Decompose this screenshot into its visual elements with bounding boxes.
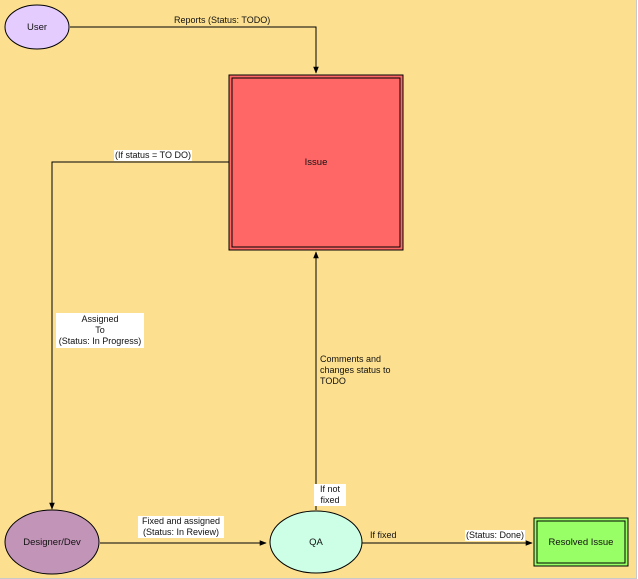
- resolved-node-inner-border: [536, 520, 626, 564]
- if-fixed-label: If fixed: [370, 530, 397, 540]
- comments-label: Comments and changes status to TODO: [320, 354, 391, 387]
- assigned-label-line2: To: [95, 325, 105, 335]
- if-not-fixed-label: If not fixed: [314, 484, 346, 506]
- fixed-assigned-line1: Fixed and assigned: [141, 516, 221, 526]
- assigned-label: Assigned To (Status: In Progress): [56, 313, 144, 348]
- edge-issue-to-designer: [49, 161, 230, 510]
- reports-label: Reports (Status: TODO): [174, 15, 271, 25]
- if-not-fixed-line2: fixed: [320, 495, 340, 505]
- user-node: [4, 4, 70, 50]
- if-status-todo-label: (If status = TO DO): [114, 150, 192, 161]
- issue-node: [228, 74, 404, 251]
- resolved-node: [533, 517, 629, 567]
- fixed-assigned-line2: (Status: In Review): [142, 527, 220, 537]
- issue-node-inner-border: [231, 77, 401, 248]
- comments-label-line3: TODO: [320, 376, 346, 386]
- if-not-fixed-line1: If not: [319, 484, 340, 494]
- designer-label: Designer/Dev: [23, 536, 81, 548]
- edge-user-to-issue: [70, 26, 319, 74]
- qa-node: [269, 510, 363, 574]
- assigned-label-line1: Assigned: [81, 314, 119, 324]
- designer-node: [4, 509, 100, 575]
- assigned-label-line3: (Status: In Progress): [58, 336, 142, 346]
- comments-label-line2: changes status to: [320, 365, 391, 375]
- qa-label: QA: [309, 536, 323, 548]
- resolved-label: Resolved Issue: [548, 536, 614, 548]
- issue-label: Issue: [304, 156, 328, 168]
- fixed-assigned-label: Fixed and assigned (Status: In Review): [138, 516, 224, 538]
- comments-label-line1: Comments and: [320, 354, 382, 364]
- user-label: User: [26, 21, 48, 33]
- status-done-label: (Status: Done): [465, 530, 526, 541]
